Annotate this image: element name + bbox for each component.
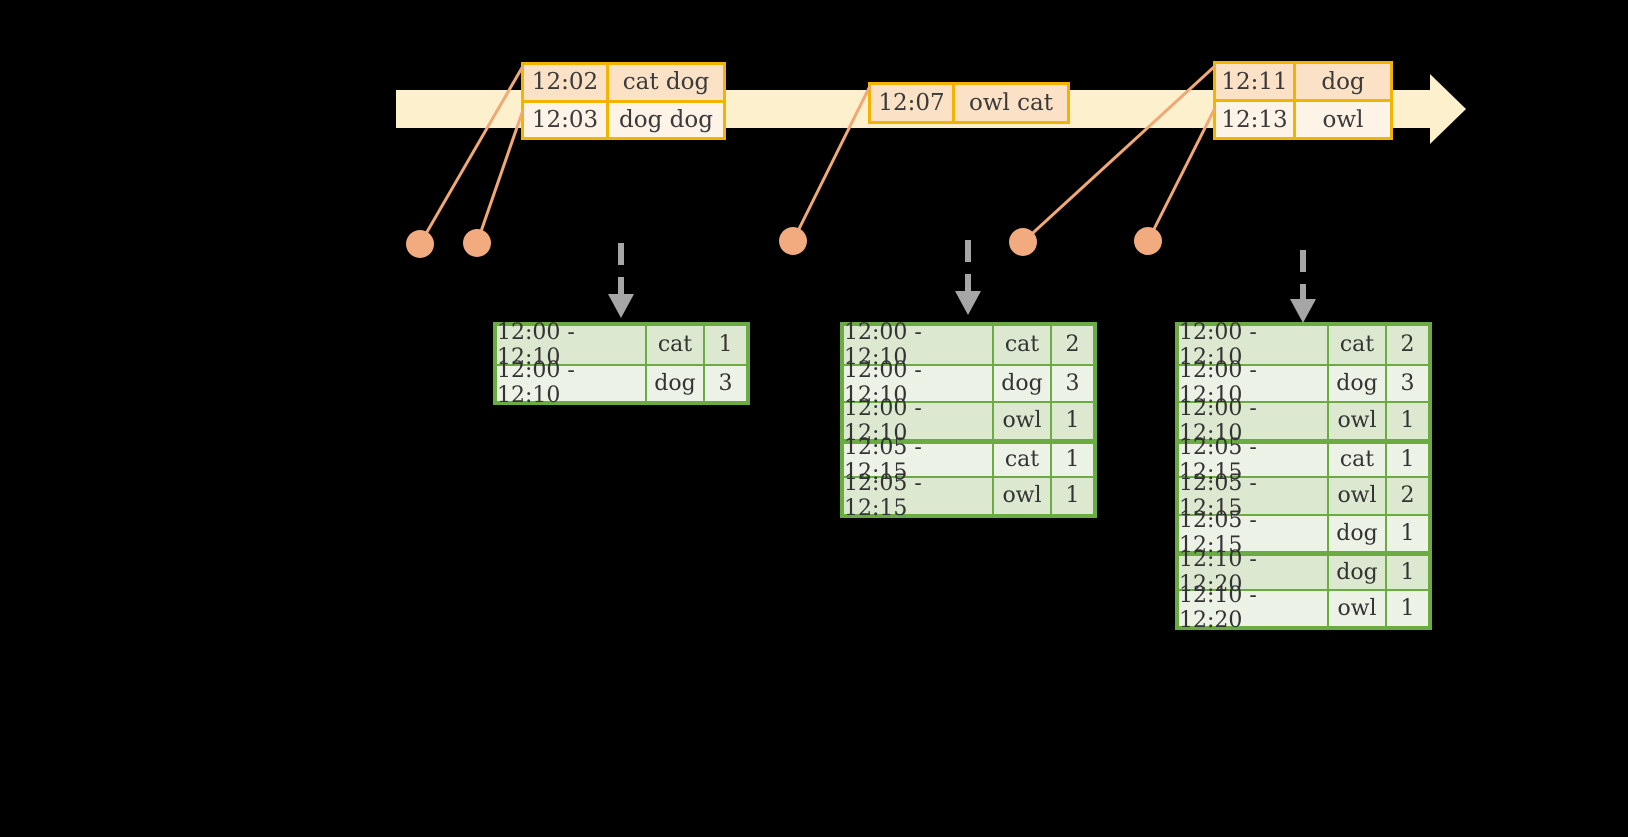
cell-count: 1 [1065,483,1080,509]
result-table-3: 12:00 - 12:10 cat 2 12:00 - 12:10 dog 3 … [1175,320,1432,633]
dashed-arrow-head-1 [608,294,634,318]
event-box-3[interactable]: 12:11 dog 12:13 owl [1213,61,1393,140]
result-table-1: 12:00 - 12:10 cat 1 12:00 - 12:10 dog 3 [493,320,750,408]
cell-count: 1 [1400,408,1415,434]
cell-word: dog [1329,515,1387,551]
event-words: owl cat [968,90,1054,116]
cell-word: cat [994,326,1052,364]
event-words: dog dog [619,106,713,133]
event-words: cat dog [622,69,710,96]
table-row: 12:00 - 12:10 owl 1 [1179,396,1428,446]
cell-window: 12:00 - 12:10 [497,358,647,408]
cell-count: 1 [1400,520,1415,546]
connector-dot-3 [779,227,807,255]
cell-word: dog [647,365,705,401]
table-row: 12:05 - 12:15 cat 1 [844,435,1093,485]
event-row-1[interactable]: 12:02 cat dog [524,65,723,100]
cell-count: 1 [718,332,733,358]
cell-count: 1 [1400,447,1415,473]
cell-word: owl [1329,590,1387,626]
cell-word: dog [1329,365,1387,401]
cell-word: dog [994,365,1052,401]
event-time: 12:03 [524,102,609,137]
cell-count: 2 [1400,483,1415,509]
connector-dot-2 [463,229,491,257]
event-time: 12:13 [1216,102,1296,137]
cell-word: cat [1329,443,1387,476]
cell-word: cat [994,443,1052,476]
event-words: owl [1322,106,1364,133]
table-row: 12:05 - 12:15 owl 1 [844,471,1093,521]
connector-dot-1 [406,230,434,258]
cell-word: owl [994,403,1052,439]
cell-window: 12:05 - 12:15 [1179,508,1329,558]
cell-count: 1 [1400,559,1415,585]
cell-window: 12:00 - 12:10 [1179,396,1329,446]
connector-dot-4 [1009,228,1037,256]
event-words: dog [1321,68,1365,95]
table-row: 12:00 - 12:10 dog 3 [844,358,1093,408]
connector-dot-5 [1134,227,1162,255]
cell-window: 12:05 - 12:15 [844,471,994,521]
table-row: 12:00 - 12:10 dog 3 [497,358,746,408]
cell-window: 12:10 - 12:20 [1179,583,1329,633]
event-row-4[interactable]: 12:11 dog [1216,64,1390,99]
event-row-5[interactable]: 12:13 owl [1216,99,1390,137]
cell-word: dog [1329,556,1387,589]
cell-count: 1 [1400,595,1415,621]
connector-dot-group [406,227,1162,258]
dashed-arrow-head-2 [955,291,981,315]
cell-window: 12:00 - 12:10 [844,396,994,446]
cell-count: 3 [1400,370,1415,396]
event-row-2[interactable]: 12:03 dog dog [524,99,723,137]
event-row-3[interactable]: 12:07 owl cat [871,85,1067,121]
cell-count: 1 [1065,447,1080,473]
result-table-2: 12:00 - 12:10 cat 2 12:00 - 12:10 dog 3 … [840,320,1097,521]
table-row: 12:05 - 12:15 dog 1 [1179,508,1428,558]
event-time: 12:07 [871,85,955,121]
timeline-arrow-head [1430,74,1466,144]
cell-word: cat [1329,326,1387,364]
cell-word: owl [1329,478,1387,514]
event-box-2[interactable]: 12:07 owl cat [868,82,1070,124]
table-row: 12:10 - 12:20 owl 1 [1179,583,1428,633]
cell-count: 3 [718,370,733,396]
event-box-1[interactable]: 12:02 cat dog 12:03 dog dog [521,62,726,140]
cell-word: cat [647,326,705,364]
cell-count: 3 [1065,370,1080,396]
cell-count: 2 [1065,332,1080,358]
connector-line-2 [475,109,525,244]
table-row: 12:00 - 12:10 owl 1 [844,396,1093,446]
cell-word: owl [994,478,1052,514]
cell-count: 1 [1065,408,1080,434]
cell-count: 2 [1400,332,1415,358]
event-time: 12:02 [524,65,609,100]
cell-word: owl [1329,403,1387,439]
event-time: 12:11 [1216,64,1296,99]
